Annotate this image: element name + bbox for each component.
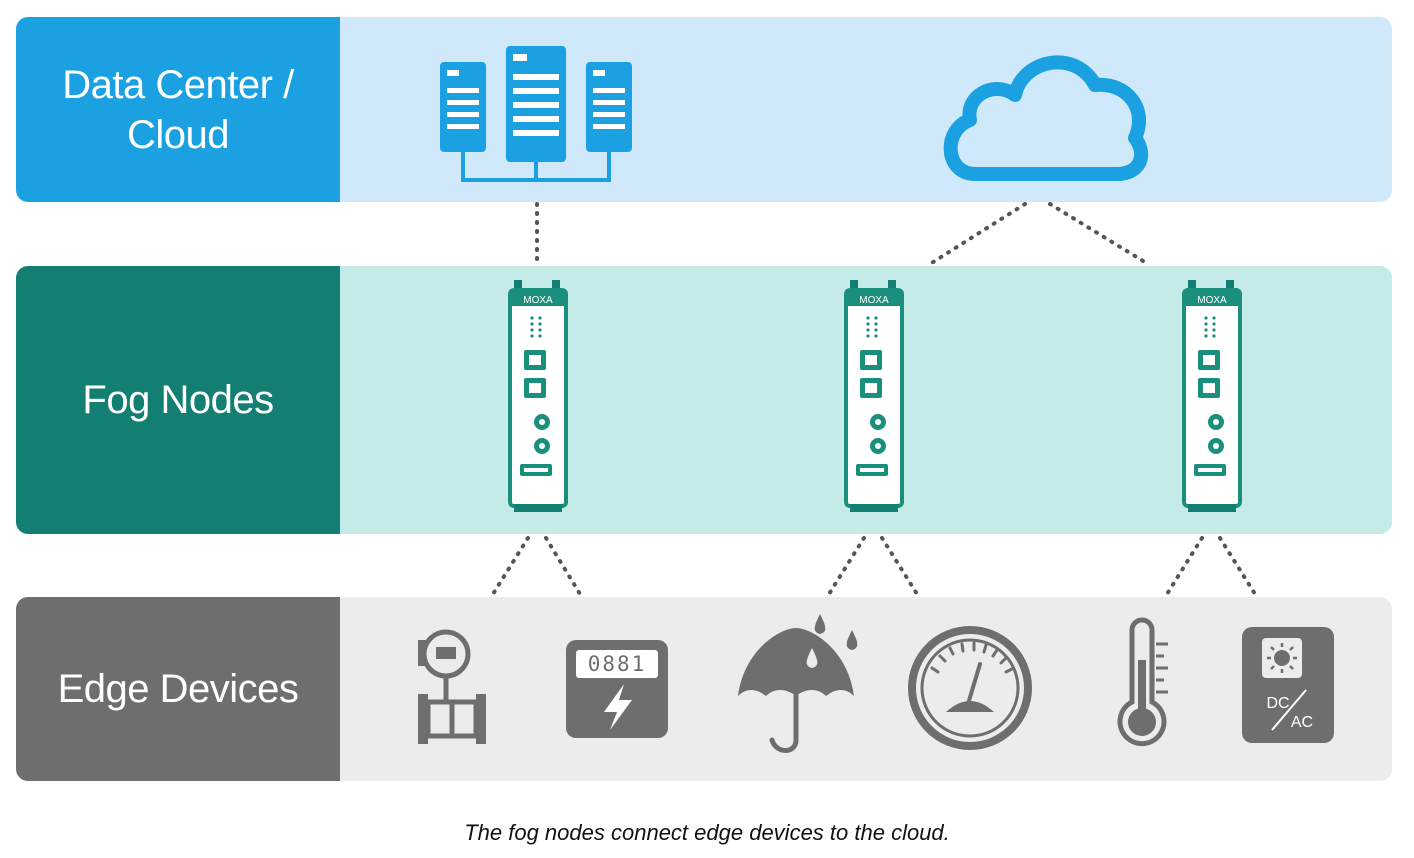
link-fog3-to-edge-a [1165, 536, 1204, 596]
link-fog1-to-edge-b [544, 536, 582, 596]
tier-data-center-cloud: Data Center / Cloud [16, 17, 1392, 202]
tier-label-cloud-line2: Cloud [126, 112, 230, 157]
tier-body-cloud [340, 17, 1392, 202]
tier-body-edge [340, 597, 1392, 781]
link-cloud-to-fog-right [1048, 202, 1150, 266]
link-fog2-to-edge-b [880, 536, 919, 596]
tier-label-cloud-line1: Data Center / [62, 62, 294, 107]
tier-edge-devices: Edge Devices [16, 597, 1392, 781]
tier-body-fog [340, 266, 1392, 534]
tier-label-cloud: Data Center / Cloud [16, 17, 340, 202]
link-fog1-to-edge-a [491, 536, 530, 596]
tier-fog-nodes: Fog Nodes [16, 266, 1392, 534]
link-fog2-to-edge-a [827, 536, 866, 596]
tier-label-fog: Fog Nodes [16, 266, 340, 534]
link-fog3-to-edge-b [1218, 536, 1257, 596]
link-cloud-to-fog-left [928, 202, 1027, 266]
figure-caption: The fog nodes connect edge devices to th… [464, 820, 950, 845]
tier-label-edge: Edge Devices [16, 597, 340, 781]
